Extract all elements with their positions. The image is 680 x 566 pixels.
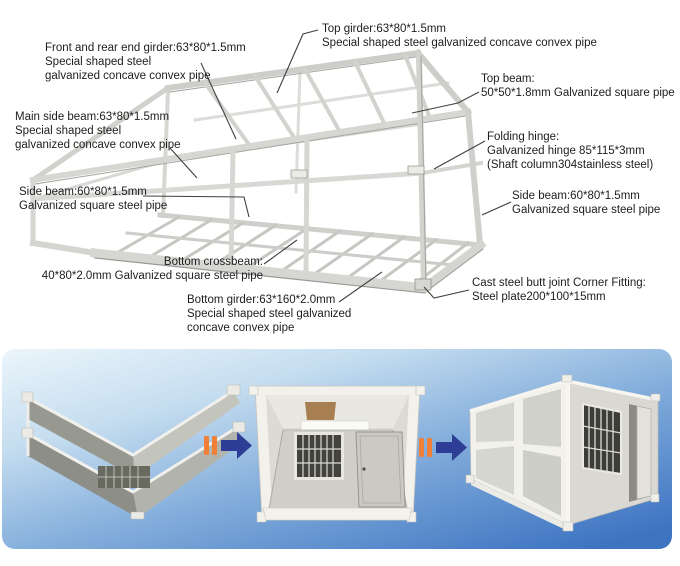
label-line: Side beam:60*80*1.5mm bbox=[19, 186, 147, 198]
label-line: Special shaped steel bbox=[15, 125, 122, 137]
label-line: Front and rear end girder:63*80*1.5mm bbox=[45, 42, 246, 54]
base-rail bbox=[471, 479, 568, 531]
right-arrow-icon bbox=[436, 434, 467, 461]
label-line: Special shaped steel bbox=[45, 56, 152, 68]
label-bottom-girder: Bottom girder:63*160*2.0mm Special shape… bbox=[187, 293, 351, 335]
folding-hinge-plate bbox=[290, 169, 308, 179]
label-line: Galvanized square steel pipe bbox=[512, 204, 661, 216]
label-line: 50*50*1.8mm Galvanized square pipe bbox=[481, 87, 675, 99]
label-top-girder: Top girder:63*80*1.5mm Special shaped st… bbox=[322, 22, 597, 50]
side-wall-panels bbox=[476, 389, 561, 516]
label-line: galvanized concave convex pipe bbox=[45, 70, 211, 82]
label-line: Bottom crossbeam: bbox=[163, 256, 263, 268]
end-girder-left bbox=[29, 84, 172, 184]
right-arrow-icon bbox=[221, 432, 252, 459]
label-line: Side beam:60*80*1.5mm bbox=[512, 190, 640, 202]
fold-step-arrow-icon bbox=[419, 434, 467, 461]
side-beam-member bbox=[30, 170, 426, 202]
label-line: Special shaped steel galvanized concave … bbox=[322, 37, 597, 49]
container-frame-wireframe bbox=[29, 48, 487, 294]
label-line: Folding hinge: bbox=[487, 131, 560, 143]
orange-bar-icon bbox=[419, 438, 424, 457]
label-corner-fitting: Cast steel butt joint Corner Fitting: St… bbox=[472, 276, 646, 304]
label-line: Cast steel butt joint Corner Fitting: bbox=[472, 277, 646, 289]
label-line: Galvanized hinge 85*115*3mm bbox=[487, 145, 645, 157]
folding-hinge-plate bbox=[407, 165, 425, 175]
label-line: galvanized concave convex pipe bbox=[15, 139, 181, 151]
label-line: 40*80*2.0mm Galvanized square steel pipe bbox=[41, 270, 263, 282]
corner-caps bbox=[21, 384, 246, 520]
leader-side-beam-left bbox=[142, 195, 250, 218]
label-line: Galvanized square steel pipe bbox=[19, 200, 168, 212]
label-line: concave convex pipe bbox=[187, 322, 295, 334]
label-bottom-crossbeam: Bottom crossbeam: 40*80*2.0mm Galvanized… bbox=[42, 255, 263, 283]
main-side-beam-member bbox=[29, 108, 472, 184]
half-unfolded-container-photo bbox=[248, 385, 426, 523]
leader-bottom-crossbeam bbox=[263, 239, 298, 265]
label-line: Main side beam:63*80*1.5mm bbox=[15, 111, 170, 123]
leader-front-rear-end-girder bbox=[200, 62, 237, 140]
label-folding-hinge: Folding hinge: Galvanized hinge 85*115*3… bbox=[487, 130, 653, 172]
label-line: Bottom girder:63*160*2.0mm bbox=[187, 294, 336, 306]
leader-bottom-girder bbox=[338, 271, 383, 303]
door-handle bbox=[362, 467, 366, 471]
label-line: Special shaped steel galvanized bbox=[187, 308, 352, 320]
ceiling bbox=[266, 395, 409, 428]
leader-folding-hinge bbox=[433, 140, 486, 170]
label-main-side-beam: Main side beam:63*80*1.5mm Special shape… bbox=[15, 110, 181, 152]
door-panel bbox=[355, 431, 406, 508]
leader-main-side-beam bbox=[169, 147, 198, 179]
leader-corner-fitting bbox=[423, 286, 470, 299]
leader-side-beam-right bbox=[481, 201, 512, 216]
label-line: Steel plate200*100*15mm bbox=[472, 291, 606, 303]
label-side-beam-left: Side beam:60*80*1.5mm Galvanized square … bbox=[19, 185, 167, 213]
assembled-container-photo bbox=[465, 374, 661, 532]
leader-lines bbox=[142, 29, 512, 303]
label-line: (Shaft column304stainless steel) bbox=[487, 159, 654, 171]
fold-step-arrow-icon bbox=[204, 432, 252, 459]
label-line: Top girder:63*80*1.5mm bbox=[322, 23, 447, 35]
orange-bar-icon bbox=[427, 438, 432, 457]
leader-top-girder bbox=[276, 29, 319, 94]
leader-top-beam bbox=[411, 91, 480, 114]
corner-fitting-block bbox=[414, 278, 432, 291]
label-top-beam: Top beam: 50*50*1.8mm Galvanized square … bbox=[481, 72, 675, 100]
label-line: Top beam: bbox=[481, 73, 535, 85]
corner-caps bbox=[465, 374, 661, 532]
open-door-leaf bbox=[636, 405, 652, 500]
window-grille bbox=[297, 435, 341, 477]
process-panel bbox=[2, 349, 672, 549]
orange-bar-icon bbox=[204, 436, 209, 455]
label-side-beam-right: Side beam:60*80*1.5mm Galvanized square … bbox=[512, 189, 660, 217]
bottom-girder-member bbox=[90, 248, 430, 293]
orange-bar-icon bbox=[212, 436, 217, 455]
window-grille bbox=[582, 403, 622, 475]
label-front-rear-end-girder: Front and rear end girder:63*80*1.5mm Sp… bbox=[45, 41, 246, 83]
